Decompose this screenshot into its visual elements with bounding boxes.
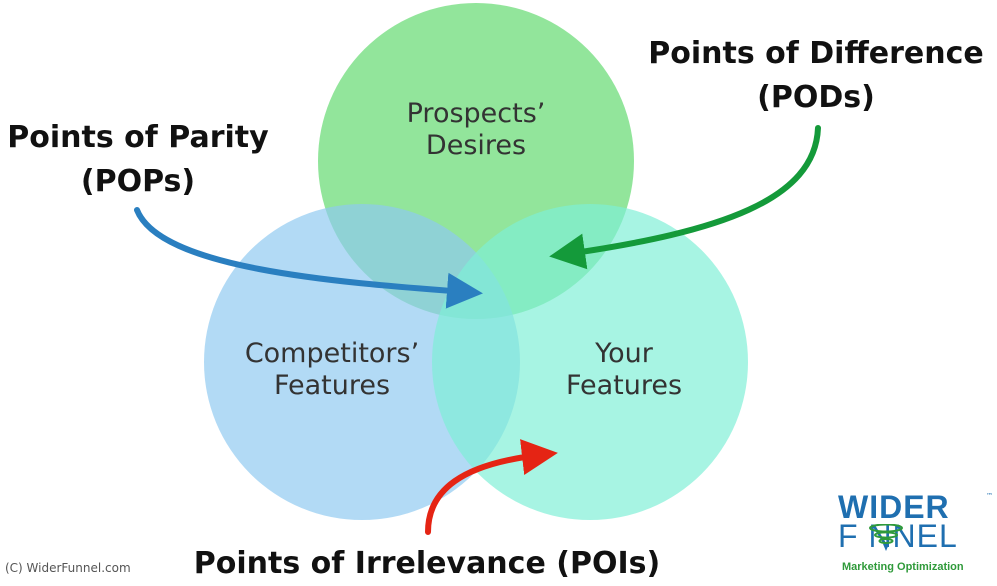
label-your-line1: Your — [595, 338, 653, 369]
arrow-difference — [549, 125, 821, 270]
logo-tagline: Marketing Optimization — [842, 561, 964, 573]
copyright-text: (C) WiderFunnel.com — [5, 561, 131, 575]
label-your-line2: Features — [565, 370, 683, 401]
callout-points-of-difference: Points of Difference (PODs) — [637, 32, 995, 120]
arrow-parity — [134, 207, 483, 309]
callout-parity-line2: (POPs) — [80, 164, 196, 199]
label-prospects-line2: Desires — [425, 130, 527, 161]
callout-difference-line1: Points of Difference — [648, 36, 984, 71]
label-prospects-desires: Prospects’ Desires — [380, 98, 572, 162]
callout-difference-line2: (PODs) — [757, 80, 875, 115]
circle-competitors-features — [204, 204, 520, 520]
arrow-irrelevance — [425, 439, 558, 535]
label-competitors-features: Competitors’ Features — [218, 338, 446, 402]
callout-parity-line1: Points of Parity — [7, 120, 269, 155]
label-competitors-line2: Features — [273, 370, 391, 401]
logo-word-wider: WIDER — [838, 489, 950, 525]
circle-your-features — [432, 204, 748, 520]
funnel-icon — [869, 524, 903, 551]
logo-trademark: ™ — [986, 492, 993, 500]
label-your-features: Your Features — [532, 338, 716, 402]
widerfunnel-logo: WIDER ™ F NNEL Marketing Optimization — [838, 489, 993, 578]
label-prospects-line1: Prospects’ — [406, 98, 546, 129]
callout-points-of-irrelevance: Points of Irrelevance (POIs) — [184, 542, 670, 586]
callout-irrelevance-text: Points of Irrelevance (POIs) — [193, 546, 661, 581]
label-competitors-line1: Competitors’ — [244, 338, 420, 369]
callout-points-of-parity: Points of Parity (POPs) — [0, 116, 276, 204]
